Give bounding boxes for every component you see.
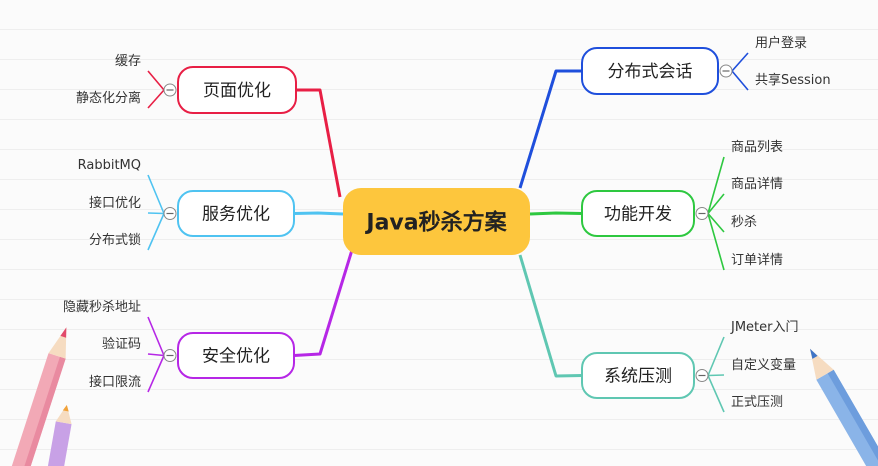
leaf-node-label[interactable]: RabbitMQ [78,158,141,173]
leaf-node-label[interactable]: 订单详情 [731,253,783,268]
leaf-node-label[interactable]: 缓存 [115,54,141,69]
branch-node-label: 服务优化 [202,205,270,225]
branch-node[interactable]: 分布式会话 [581,47,719,95]
leaf-connector [731,52,749,72]
branch-node[interactable]: 系统压测 [581,352,695,399]
leaf-connector [707,212,725,233]
branch-node-label: 安全优化 [202,347,270,367]
minus-circle-icon[interactable] [719,64,733,78]
leaf-connector [147,316,165,356]
leaf-connector [147,212,165,215]
branch-node-label: 分布式会话 [608,62,693,82]
leaf-connector [147,213,165,251]
branch-node[interactable]: 功能开发 [581,190,695,237]
leaf-node-label[interactable]: 自定义变量 [731,357,796,373]
branch-node-box[interactable] [581,47,719,95]
leaf-connector [707,374,725,377]
branch-node[interactable]: 服务优化 [177,190,295,237]
minus-circle-icon[interactable] [695,369,709,382]
branch-node-label: 页面优化 [203,81,271,101]
leaf-node-label[interactable]: 隐藏秒杀地址 [63,300,141,315]
branch-node-box[interactable] [177,332,295,379]
branch-connector [293,249,354,357]
leaf-connector [707,213,725,271]
leaf-connector [707,336,725,376]
minus-circle-icon[interactable] [163,349,177,362]
branch-connector [518,254,583,378]
leaf-node-label[interactable]: 秒杀 [731,215,757,230]
leaf-connector [147,89,165,109]
branch-node-box[interactable] [177,66,297,114]
pencil-icon [810,348,878,466]
branch-node-label: 功能开发 [604,205,672,225]
leaf-connector [707,193,725,215]
branch-connector [529,211,583,216]
connector-lines [147,52,749,413]
minus-circle-icon[interactable] [163,83,177,97]
center-node-label: Java秒杀方案 [364,210,507,236]
leaf-node-label[interactable]: JMeter入门 [730,320,799,335]
branch-node[interactable]: 页面优化 [177,66,297,114]
pencil-icon [47,405,72,466]
leaf-node-label[interactable]: 接口限流 [89,374,141,390]
branch-connector [296,88,342,198]
branch-node-box[interactable] [177,190,295,237]
leaf-connector [731,70,749,91]
branch-node[interactable]: 安全优化 [177,332,295,379]
branch-node-box[interactable] [581,352,695,399]
center-node[interactable] [343,188,530,255]
leaf-connector [707,156,725,214]
leaf-node-label[interactable]: 正式压测 [731,395,783,410]
leaf-connector [147,174,165,214]
leaf-node-label[interactable]: 商品列表 [731,140,783,155]
leaf-connector [147,70,165,91]
branch-node-label: 系统压测 [604,367,672,387]
leaf-connector [707,375,725,413]
minus-circle-icon[interactable] [695,207,709,220]
leaf-node-label[interactable]: 共享Session [755,72,831,88]
leaf-node-label[interactable]: 接口优化 [89,195,141,211]
minus-circle-icon[interactable] [163,207,177,220]
leaf-node-label[interactable]: 验证码 [102,336,141,352]
leaf-node-label[interactable]: 商品详情 [731,177,783,192]
branch-node-box[interactable] [581,190,695,237]
leaf-node-label[interactable]: 静态化分离 [76,90,141,106]
pencil-icon [11,327,67,466]
leaf-connector [147,353,165,357]
leaf-node-label[interactable]: 用户登录 [755,35,807,51]
branch-connector [293,211,344,216]
leaf-node-label[interactable]: 分布式锁 [89,232,141,248]
leaf-connector [147,355,165,393]
branch-connector [518,69,582,189]
